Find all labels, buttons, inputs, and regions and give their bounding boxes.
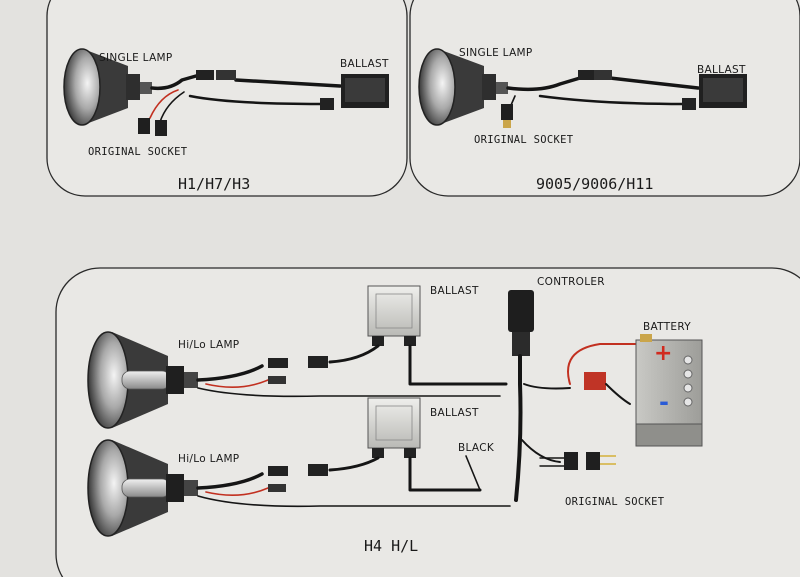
connector	[682, 98, 696, 110]
ballast	[341, 74, 389, 108]
panel-frame	[46, 0, 408, 197]
panel-frame	[409, 0, 800, 197]
controller-trunk	[514, 354, 523, 502]
ballast1-label: BALLAST	[430, 285, 479, 297]
battery-minus-sign: -	[659, 388, 669, 416]
lamp1-ballast-cable	[328, 344, 380, 364]
power-cable	[538, 94, 686, 106]
lamp1-cable	[196, 364, 264, 382]
ballast2-power	[408, 456, 482, 492]
connector	[268, 376, 286, 384]
socket-harness	[521, 439, 561, 463]
ballast-cable	[234, 78, 342, 88]
lamp2-cable	[196, 472, 264, 490]
connector	[268, 484, 286, 492]
ballast-label: BALLAST	[697, 64, 746, 76]
ballast-label: BALLAST	[340, 58, 389, 70]
red-wire	[149, 89, 179, 119]
single-lamp	[418, 48, 508, 126]
panel-9005-9006-h11: SINGLE LAMP BALLAST ORIGINAL SOCKET 9005…	[409, 0, 800, 197]
original-socket	[138, 118, 167, 136]
black-wire	[465, 455, 481, 491]
lamp1-label: Hi/Lo LAMP	[178, 339, 239, 351]
lamp-cable	[150, 74, 198, 91]
fuse-holder	[584, 372, 606, 390]
connector	[308, 464, 328, 476]
lamp2-ground	[197, 495, 511, 508]
lamp1-red-wire	[205, 379, 269, 388]
ballast-1	[367, 285, 421, 346]
lamp2-label: Hi/Lo LAMP	[178, 453, 239, 465]
negative-wire	[605, 383, 631, 405]
original-socket	[539, 452, 616, 470]
connector	[308, 356, 328, 368]
connector	[594, 70, 612, 80]
ballast2-label: BALLAST	[430, 407, 479, 419]
controller	[508, 290, 534, 356]
battery-plus-sign: +	[654, 341, 672, 366]
controller-branch	[523, 383, 571, 390]
single-lamp	[63, 48, 152, 126]
controller-label: CONTROLER	[537, 276, 605, 288]
black-label: BLACK	[458, 442, 495, 454]
hi-lo-lamp-2	[87, 439, 198, 537]
connector	[320, 98, 334, 110]
ballast	[699, 74, 747, 108]
lamp1-ground	[197, 387, 501, 398]
panel-caption: H4 H/L	[364, 537, 418, 555]
battery-label: BATTERY	[643, 321, 691, 333]
connector	[268, 466, 288, 476]
connector	[216, 70, 236, 80]
socket-label: ORIGINAL SOCKET	[474, 134, 574, 146]
lamp-label: SINGLE LAMP	[459, 47, 533, 59]
lamp-cable	[506, 76, 582, 92]
ballast-cable	[608, 76, 700, 90]
hi-lo-lamp-1	[87, 331, 198, 429]
panel-caption: 9005/9006/H11	[536, 175, 653, 193]
power-cable	[188, 94, 322, 106]
connector	[196, 70, 214, 80]
positive-wire	[567, 343, 641, 385]
lamp2-red-wire	[205, 487, 269, 496]
lamp2-ballast-cable	[328, 456, 380, 472]
original-socket	[501, 104, 513, 128]
panel-frame	[55, 267, 800, 577]
ballast-2	[367, 397, 421, 458]
lamp-label: SINGLE LAMP	[99, 52, 173, 64]
ballast1-power	[408, 344, 508, 386]
battery: + -	[635, 334, 703, 447]
panel-h4-hl: + - BALLAST BALLAST CONTROLER BATTERY BL…	[55, 267, 800, 577]
panel-caption: H1/H7/H3	[178, 175, 250, 193]
socket-label: ORIGINAL SOCKET	[88, 146, 188, 158]
panel-h1-h7-h3: SINGLE LAMP BALLAST ORIGINAL SOCKET H1/H…	[46, 0, 408, 197]
connector	[268, 358, 288, 368]
connector	[578, 70, 594, 80]
socket-wire	[159, 91, 185, 123]
socket-label: ORIGINAL SOCKET	[565, 496, 665, 508]
